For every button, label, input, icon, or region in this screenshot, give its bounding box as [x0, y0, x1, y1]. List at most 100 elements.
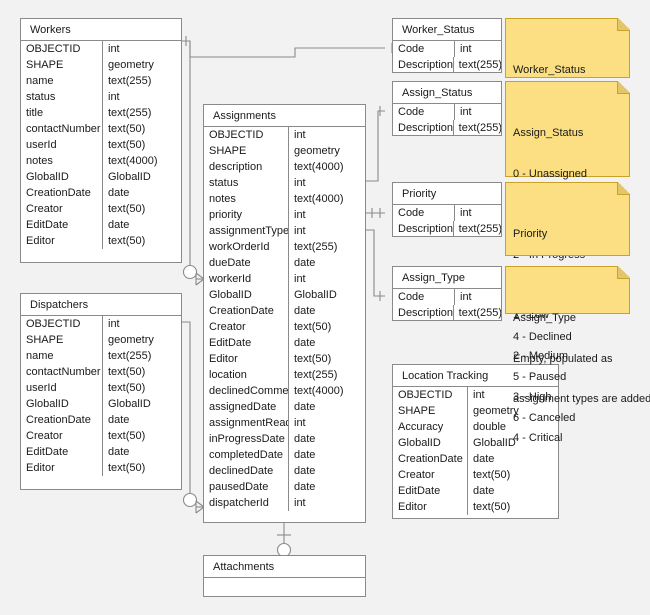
field-name: Creator	[393, 467, 468, 483]
field-type: text(50)	[108, 235, 146, 247]
field-name: OBJECTID	[21, 41, 103, 57]
field-type: text(50)	[108, 430, 146, 442]
zero-marker-workers-assignments	[182, 264, 198, 280]
field-type: GlobalID	[108, 171, 151, 183]
field-name: dispatcherId	[204, 495, 289, 511]
field-type: text(255)	[294, 241, 338, 253]
note-worker-status[interactable]: Worker_Status 0 - Not Working 1 - Workin…	[505, 18, 630, 198]
field-name: contactNumber	[21, 121, 103, 137]
field-name: Code	[393, 41, 455, 57]
note-fold-corner	[617, 266, 630, 279]
field-type: text(255)	[458, 307, 501, 319]
field-name: notes	[21, 153, 103, 169]
note-title: Worker_Status	[513, 63, 586, 76]
field-type: geometry	[473, 405, 519, 417]
field-type: text(255)	[108, 107, 152, 119]
field-name: name	[21, 73, 103, 89]
field-row	[204, 578, 365, 596]
field-row: workerId int	[204, 271, 365, 287]
field-type: date	[108, 414, 130, 426]
field-type: date	[294, 433, 316, 445]
field-type: int	[108, 43, 120, 55]
field-name: EditDate	[21, 217, 103, 233]
field-name: workOrderId	[204, 239, 289, 255]
field-name: status	[204, 175, 289, 191]
field-name: GlobalID	[393, 435, 468, 451]
note-fold-corner	[617, 182, 630, 195]
field-row: Editor text(50)	[21, 233, 181, 249]
entity-title-attachments: Attachments	[204, 556, 365, 578]
field-name: Code	[393, 104, 455, 120]
entity-attachments[interactable]: Attachments	[203, 555, 366, 597]
field-type: date	[294, 449, 316, 461]
field-name: CreationDate	[21, 412, 103, 428]
field-type: text(4000)	[294, 385, 344, 397]
field-name: inProgressDate	[204, 431, 289, 447]
field-row: CreationDate date	[21, 412, 181, 428]
field-name: completedDate	[204, 447, 289, 463]
field-name: EditDate	[393, 483, 468, 499]
field-name: Editor	[21, 233, 103, 249]
field-name: OBJECTID	[21, 316, 103, 332]
field-row: completedDate date	[204, 447, 365, 463]
field-name: EditDate	[204, 335, 289, 351]
note-line: Empty, populated as	[513, 352, 613, 365]
link-workers-assignments	[182, 40, 191, 272]
note-line: 4 - Critical	[513, 431, 563, 444]
field-row: OBJECTID int	[21, 41, 181, 57]
field-type: text(4000)	[294, 161, 344, 173]
note-assign-type[interactable]: Assign_Type Empty, populated as assignme…	[505, 266, 650, 405]
field-type: int	[460, 291, 472, 303]
note-fold-corner	[617, 18, 630, 31]
field-name: assignmentType	[204, 223, 289, 239]
field-type: int	[108, 91, 120, 103]
field-name: CreationDate	[21, 185, 103, 201]
field-type: int	[460, 106, 472, 118]
field-name: workerId	[204, 271, 289, 287]
field-type: text(4000)	[294, 193, 344, 205]
field-type: text(50)	[473, 501, 511, 513]
note-assign-status[interactable]: Assign_Status 0 - Unassigned 1 - Assigne…	[505, 81, 630, 424]
field-name: priority	[204, 207, 289, 223]
field-type: date	[108, 187, 130, 199]
field-type: int	[294, 273, 306, 285]
entity-title-workers: Workers	[21, 19, 181, 41]
note-line: 6 - Canceled	[513, 412, 576, 425]
field-type: date	[473, 453, 495, 465]
field-name: OBJECTID	[393, 387, 468, 403]
field-name: pausedDate	[204, 479, 289, 495]
field-type: text(50)	[108, 366, 146, 378]
field-type: double	[473, 421, 507, 433]
link-dispatchers-assignments	[182, 321, 191, 500]
field-type: text(50)	[473, 469, 511, 481]
field-type: text(255)	[458, 59, 501, 71]
note-priority[interactable]: Priority 0 - None 1 - Low 2 - Medium 3 -…	[505, 182, 630, 444]
field-name: dueDate	[204, 255, 289, 271]
field-name: declinedDate	[204, 463, 289, 479]
field-name: assignmentRead	[204, 415, 289, 431]
